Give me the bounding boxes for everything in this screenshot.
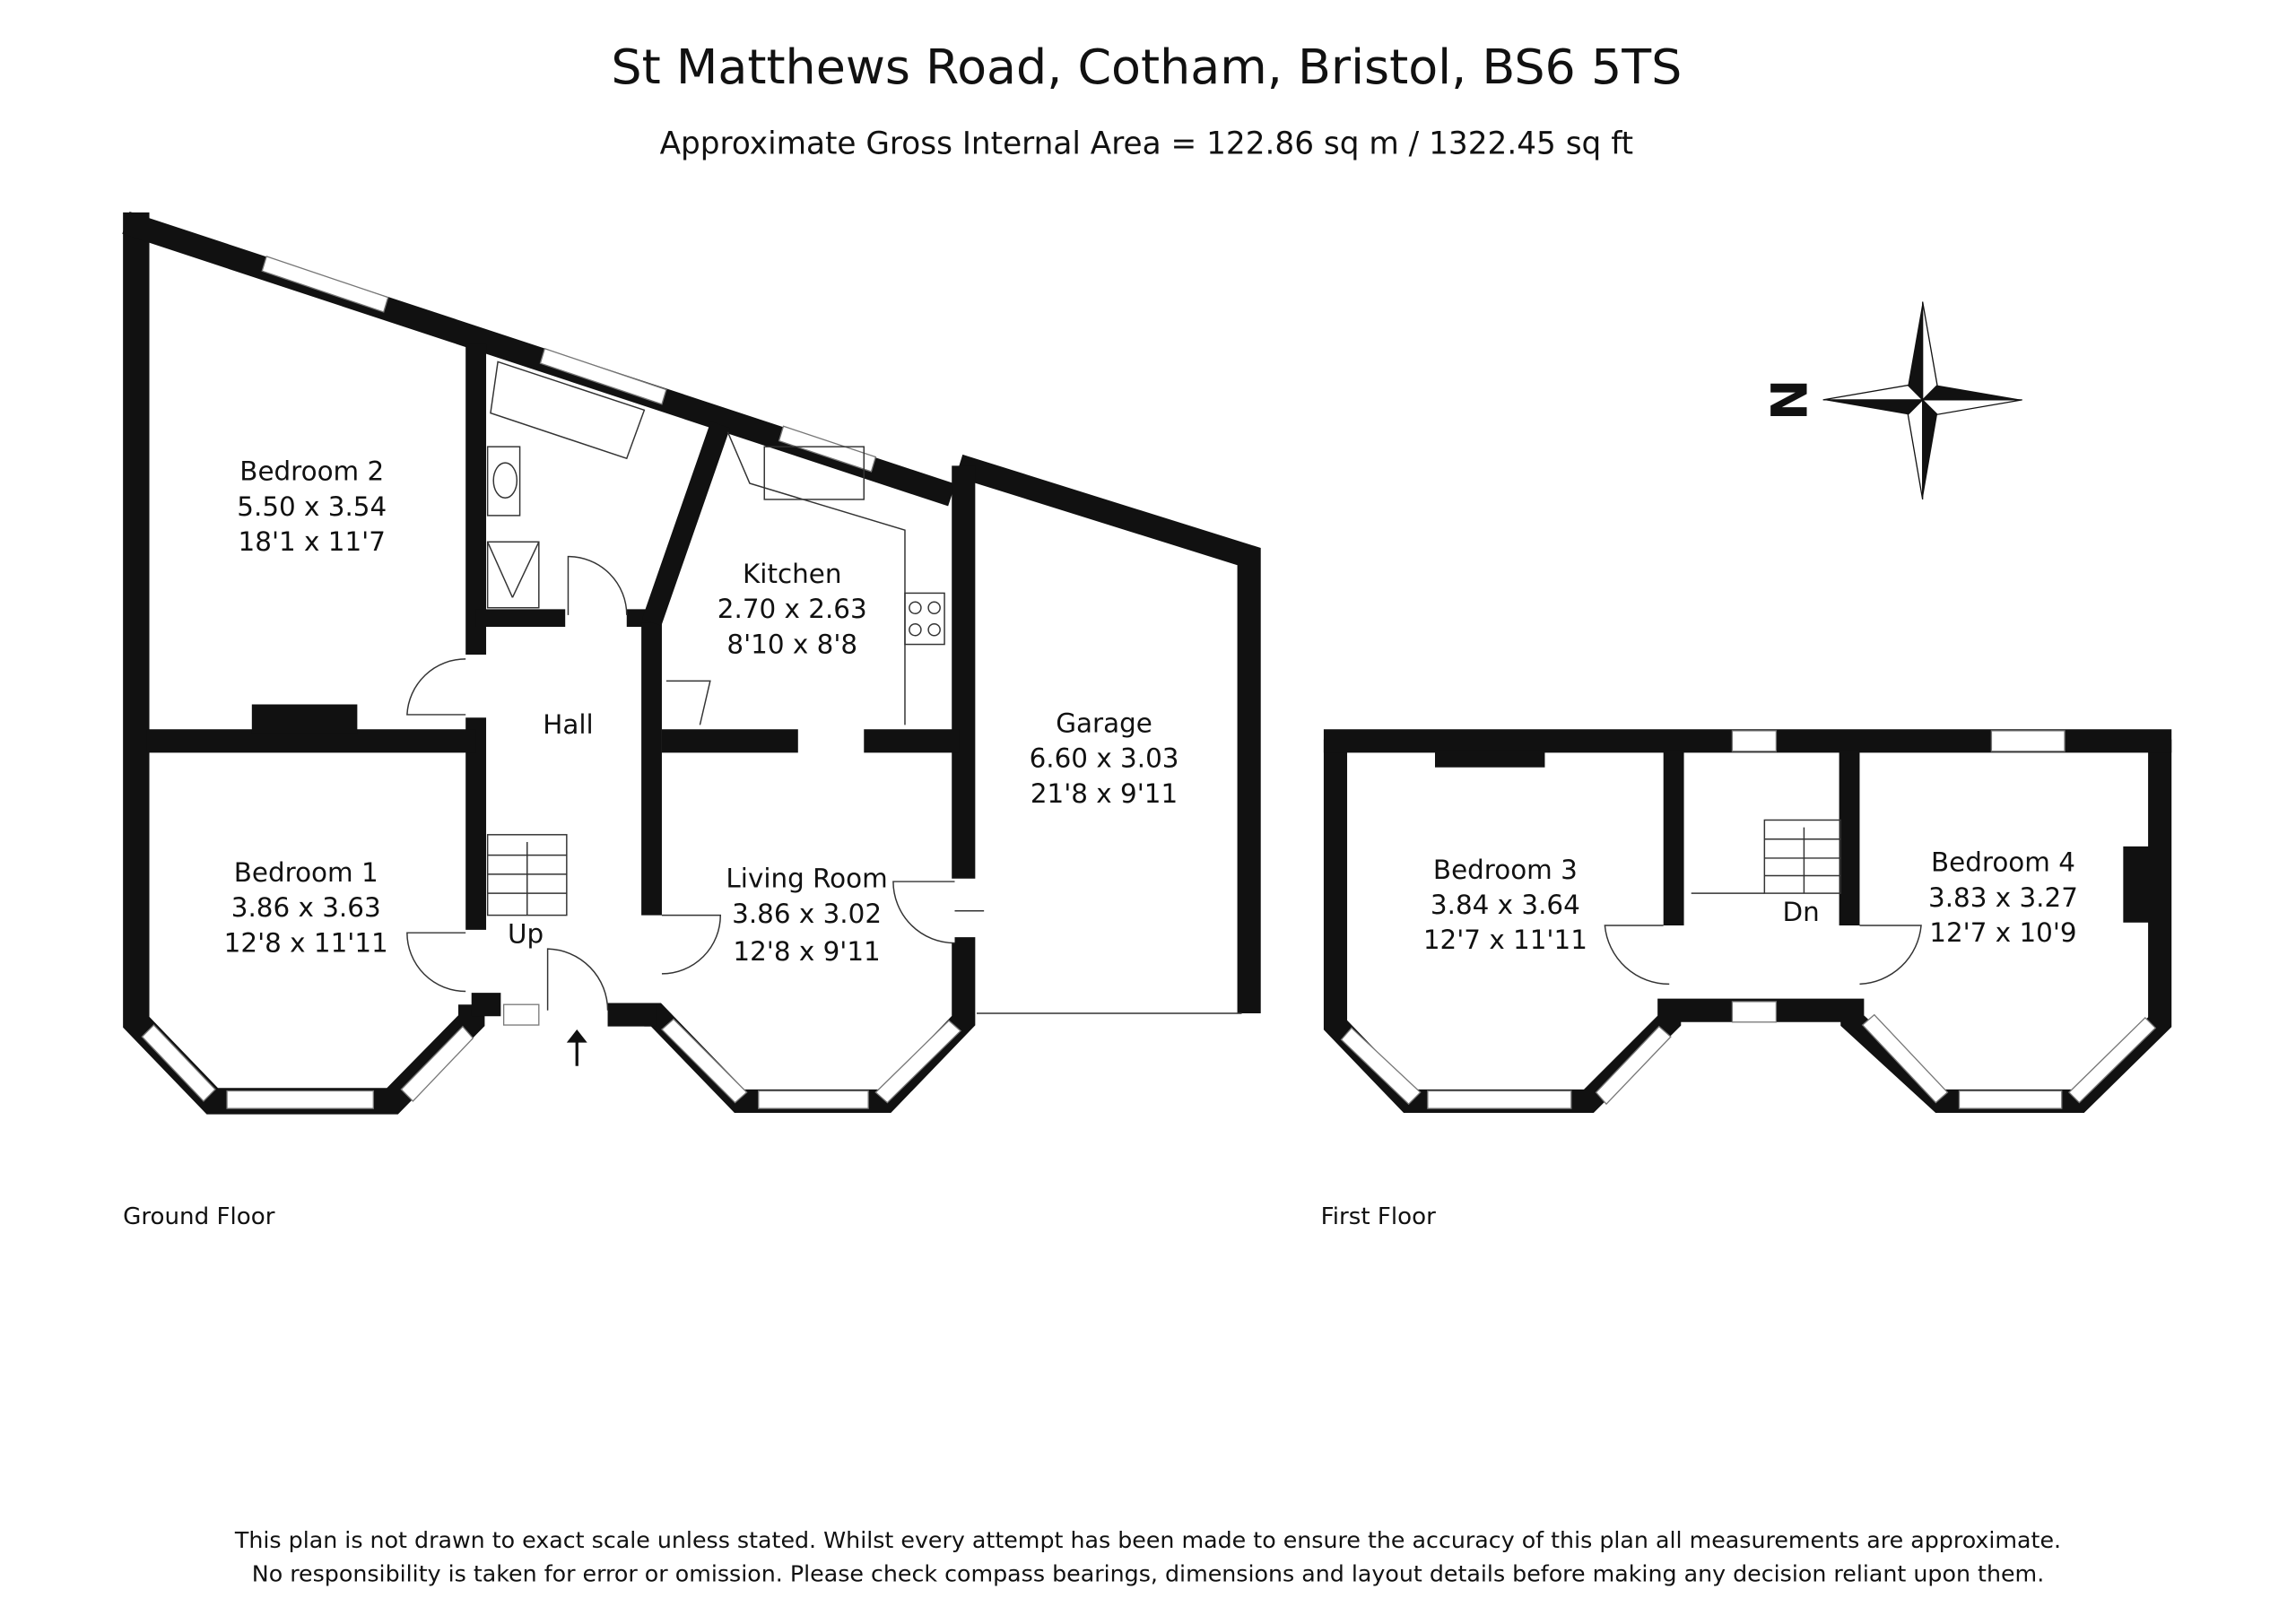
svg-text:21'8 x 9'11: 21'8 x 9'11 (1031, 778, 1178, 809)
stairs-down-label: Dn (1783, 897, 1820, 927)
svg-text:5.50 x 3.54: 5.50 x 3.54 (237, 491, 387, 522)
svg-text:6.60 x 3.03: 6.60 x 3.03 (1030, 743, 1179, 774)
door-garage (892, 881, 955, 944)
svg-text:Bedroom 3: Bedroom 3 (1433, 855, 1578, 885)
door-bed3 (1604, 925, 1670, 986)
svg-text:Living Room: Living Room (726, 864, 887, 894)
svg-text:12'7 x 11'11: 12'7 x 11'11 (1423, 925, 1587, 955)
ground-floor-label: Ground Floor (123, 1203, 275, 1230)
first-floor-fittings (1604, 819, 1922, 986)
svg-text:8'10 x 8'8: 8'10 x 8'8 (726, 629, 857, 659)
first-floor-label: First Floor (1321, 1203, 1436, 1230)
svg-text:3.84 x 3.64: 3.84 x 3.64 (1431, 890, 1580, 920)
page-title: St Matthews Road, Cotham, Bristol, BS6 5… (611, 39, 1682, 95)
svg-text:Garage: Garage (1056, 708, 1152, 739)
sink-icon (763, 446, 865, 500)
door-bath (567, 555, 628, 615)
compass-north-label: N (1761, 379, 1820, 421)
room-bedroom-3: Bedroom 3 3.84 x 3.64 12'7 x 11'11 (1423, 855, 1587, 955)
room-kitchen: Kitchen 2.70 x 2.63 8'10 x 8'8 (718, 559, 867, 659)
ground-floor-fittings (406, 360, 1242, 1066)
cupboard (665, 680, 711, 725)
svg-text:12'8 x 9'11: 12'8 x 9'11 (733, 936, 880, 967)
entrance-arrow-icon (566, 1029, 587, 1066)
room-bedroom-2: Bedroom 2 5.50 x 3.54 18'1 x 11'7 (237, 456, 387, 557)
svg-text:Bedroom 1: Bedroom 1 (234, 857, 378, 888)
svg-text:12'8 x 11'11: 12'8 x 11'11 (224, 927, 388, 958)
room-living-room: Living Room 3.86 x 3.02 12'8 x 9'11 (726, 864, 887, 968)
hob-icon (904, 592, 945, 646)
room-bedroom-4: Bedroom 4 3.83 x 3.27 12'7 x 10'9 (1928, 847, 2078, 948)
first-floor-windows (1340, 730, 2157, 1109)
svg-text:3.86 x 3.02: 3.86 x 3.02 (732, 899, 882, 929)
stairs-icon (1763, 819, 1841, 894)
door-bed1 (406, 932, 466, 993)
door-bed4 (1859, 925, 1922, 986)
svg-text:12'7 x 10'9: 12'7 x 10'9 (1929, 917, 2076, 948)
compass-rose-icon (1822, 301, 2022, 500)
bath-icon (490, 360, 646, 460)
svg-text:Bedroom 4: Bedroom 4 (1931, 847, 2075, 878)
svg-text:Kitchen: Kitchen (743, 559, 841, 589)
ground-floor-windows (141, 256, 961, 1109)
svg-text:3.83 x 3.27: 3.83 x 3.27 (1928, 882, 2078, 913)
svg-text:Bedroom 2: Bedroom 2 (239, 456, 384, 487)
disclaimer-line-1: This plan is not drawn to exact scale un… (234, 1527, 2061, 1553)
door-bed2 (406, 658, 466, 716)
room-garage: Garage 6.60 x 3.03 21'8 x 9'11 (1030, 708, 1179, 809)
room-hall: Hall (543, 709, 593, 740)
svg-text:18'1 x 11'7: 18'1 x 11'7 (239, 526, 386, 557)
disclaimer-line-2: No responsibility is taken for error or … (252, 1560, 2044, 1586)
svg-text:2.70 x 2.63: 2.70 x 2.63 (718, 594, 867, 624)
room-bedroom-1: Bedroom 1 3.86 x 3.63 12'8 x 11'11 (224, 857, 388, 958)
door-front (546, 948, 609, 1011)
stairs-up-label: Up (508, 919, 544, 950)
svg-text:3.86 x 3.63: 3.86 x 3.63 (231, 892, 381, 923)
shower-icon (486, 541, 540, 609)
gross-area: Approximate Gross Internal Area = 122.86… (660, 126, 1634, 162)
door-living (661, 914, 722, 975)
basin-icon (486, 446, 521, 517)
